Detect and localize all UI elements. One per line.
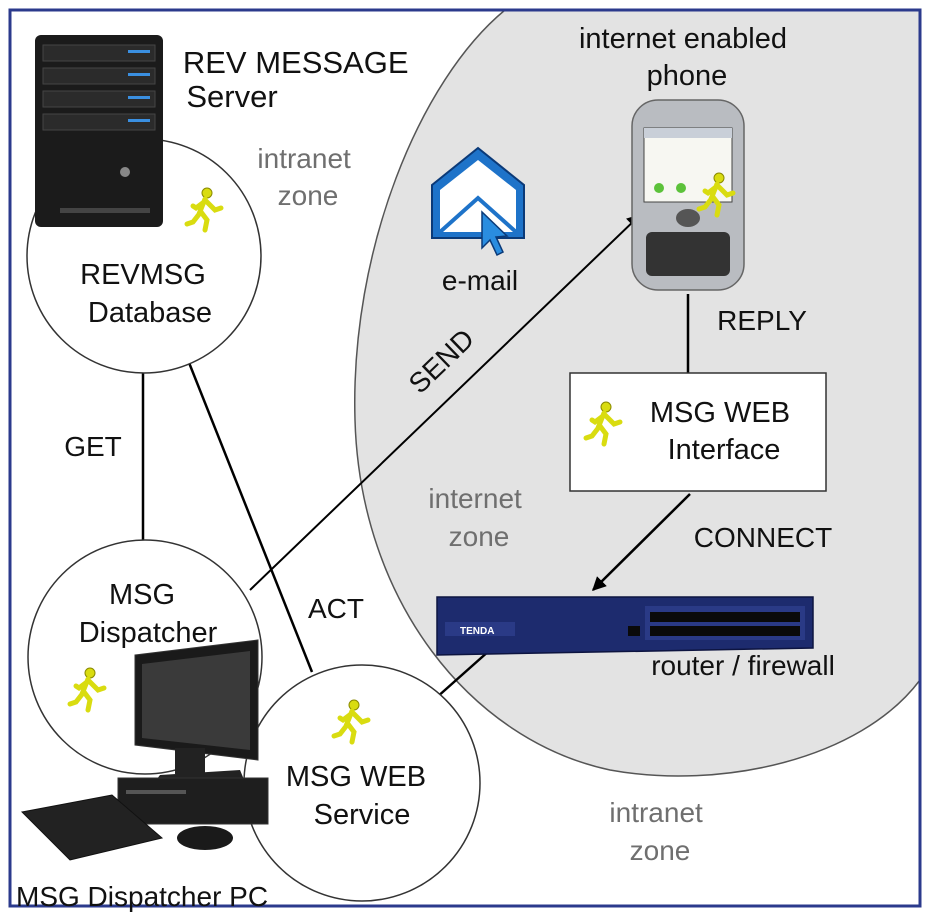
web-interface-label: MSG WEB Interface [650,397,798,466]
dispatcher-pc-label: MSG Dispatcher PC [16,881,268,912]
intranet-zone-label-top: intranet zone [257,143,358,211]
send-arrow [249,214,642,591]
web-service-label: MSG WEB Service [286,761,434,831]
frame [8,8,922,908]
intranet-zone-label-bottom: intranet zone [609,797,710,866]
internet-zone-label: internet zone [428,483,529,552]
server-icon [35,35,163,227]
phone-label: internet enabled phone [579,23,795,92]
router-icon [436,596,814,656]
connect-label: CONNECT [694,522,832,553]
reply-label: REPLY [717,305,807,336]
router-brand-text: TENDA [460,626,494,637]
web-interface-box [569,372,827,492]
email-label: e-mail [442,265,518,296]
get-label: GET [64,431,122,462]
computer-icon [20,639,269,861]
dispatcher-label: MSG Dispatcher [79,579,218,649]
connect-arrow [592,493,691,591]
email-icon [431,146,525,257]
router-label: router / firewall [651,650,835,681]
database-label: REVMSG Database [80,259,214,329]
phone-icon [631,99,745,291]
act-arrow [178,338,314,673]
act-label: ACT [308,593,364,624]
server-label: REV MESSAGE Server [183,45,417,114]
